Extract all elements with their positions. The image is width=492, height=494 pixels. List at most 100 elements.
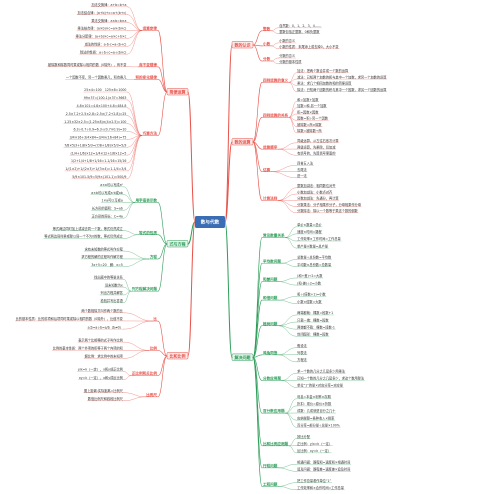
connector-line xyxy=(278,354,297,363)
connector-line xyxy=(123,320,153,330)
item-text: 小数×倍数=大数 xyxy=(297,299,322,304)
branch-node-label: 解决问题 xyxy=(235,354,252,360)
connector-line xyxy=(252,141,263,172)
section-node: 列方程解决问题 xyxy=(132,286,158,291)
connector-line xyxy=(187,91,196,223)
item-text: (1/4+1/6)×12=1/4×12+1/6×12=5 xyxy=(71,151,127,155)
item-text: 求一个数的几分之几是多少用乘法 xyxy=(297,368,345,373)
connector-line xyxy=(252,237,263,358)
item-text: a×b可以写成a·b或ab xyxy=(91,190,123,195)
item-text: 把工作总量看作单位“1” xyxy=(297,478,331,483)
item-text: 相遇问题：路程和=速度和×相遇时间 xyxy=(297,459,350,464)
section-node: 巧算方法 xyxy=(143,131,158,136)
branch-node-box xyxy=(231,353,254,361)
branch-node-label: 数的认识 xyxy=(234,41,251,47)
connector-line xyxy=(127,135,142,172)
item-text: 加数=和-另一个加数 xyxy=(297,103,327,108)
item-text: 利息=本金×利率×存期 xyxy=(297,394,331,399)
connector-line xyxy=(157,243,168,260)
connector-line xyxy=(288,107,297,118)
node-layer: 自然数：0、1、2、3、4……整数包括正整数、0和负整数整数小数的意义小数的性质… xyxy=(16,2,388,490)
connector-line xyxy=(285,226,297,238)
connector-line xyxy=(127,91,142,136)
section-node: 比 xyxy=(153,316,157,321)
connector-line xyxy=(127,14,142,31)
connector-line xyxy=(127,123,142,136)
connector-line xyxy=(271,30,279,34)
branch-2: 加法：把两个数合并成一个数的运算减法：已知两个加数的和与其中一个加数，求另一个加… xyxy=(231,68,387,213)
connector-line xyxy=(278,296,297,301)
connector-line xyxy=(271,171,297,178)
section-node: 行程问题 xyxy=(262,463,278,468)
connector-line xyxy=(187,221,196,357)
item-text: 分数加减法：先通分，再计算 xyxy=(297,196,339,201)
item-text: 加法结合律：(a+b)+c=a+(b+c) xyxy=(78,10,127,15)
section-node: 整数 xyxy=(262,26,271,31)
branch-node-box xyxy=(166,88,189,96)
connector-line xyxy=(285,233,297,238)
item-text: 除数=被除数÷商 xyxy=(297,128,321,133)
item-text: 比例的基本性质：两个外项的积等于两个内项的积 xyxy=(53,345,124,350)
item-text: 封闭图形：棵数=段数 xyxy=(297,331,329,336)
item-text: 小数的意义 xyxy=(279,38,296,43)
item-text: 含有未知数的等式叫作方程 xyxy=(85,246,124,251)
item-text: 7/8×5/3+1/8×5/3=(7/8+1/8)×5/3=5/3 xyxy=(64,143,126,147)
item-text: 除法：已知两个因数的积与其中一个因数，求另一个因数的运算 xyxy=(297,87,387,92)
connector-line xyxy=(123,258,149,267)
branch-6: 两个数相除又叫作两个数的比比的基本性质：比的前项和后项同时乘或除以相同的数（0除… xyxy=(16,308,189,401)
item-text: 一个因数不变，另一个因数乘几，积也乘几 xyxy=(66,75,127,80)
section-node: 等式的性质 xyxy=(138,230,157,235)
item-text: 99×37=(100-1)×37=3663 xyxy=(84,96,127,100)
connector-line xyxy=(288,117,297,133)
item-text: 检验并写出答语 xyxy=(101,298,124,303)
connector-layer xyxy=(14,6,388,490)
connector-line xyxy=(157,243,168,292)
connector-line xyxy=(252,357,263,469)
branch-node-label: 数的运算 xyxy=(234,138,251,144)
center-node: 数与代数 xyxy=(195,216,225,228)
connector-line xyxy=(252,325,263,358)
item-text: 乘法分配律：(a+b)×c=a×c+b×c xyxy=(76,34,127,39)
connector-line xyxy=(252,299,263,358)
connector-line xyxy=(278,299,297,304)
connector-line xyxy=(127,135,142,179)
connector-line xyxy=(123,230,139,235)
connector-line xyxy=(252,357,263,447)
connector-line xyxy=(127,22,142,31)
center-title: 数与代数 xyxy=(201,219,220,226)
connector-line xyxy=(157,320,168,357)
branch-4: 加法交换律：a+b=b+a加法结合律：(a+b)+c=a+(b+c)乘法交换律：… xyxy=(48,2,189,179)
section-node: 比例尺 xyxy=(146,392,157,397)
connector-line xyxy=(278,464,297,469)
item-text: 两级运算，先乘除，后加减 xyxy=(297,144,336,149)
item-text: 折扣：现价=原价×折数 xyxy=(297,401,332,406)
connector-line xyxy=(278,321,297,326)
item-text: 乘法交换律：a×b=b×a xyxy=(91,18,126,23)
item-text: 积=因数×因数 xyxy=(297,109,319,114)
connector-line xyxy=(278,467,297,472)
connector-line xyxy=(157,91,168,136)
branch-node-label: 比和比例 xyxy=(170,352,186,358)
item-text: 两端都栽：棵数=段数+1 xyxy=(297,310,333,315)
connector-line xyxy=(278,325,297,337)
section-node: 鸡兔同笼 xyxy=(262,350,278,355)
connector-line xyxy=(224,44,233,223)
connector-line xyxy=(281,373,297,381)
item-text: 同级运算，从左往右依次计算 xyxy=(297,138,339,143)
item-text: 分数的基本性质 xyxy=(279,59,302,64)
connector-line xyxy=(127,30,142,55)
connector-line xyxy=(278,142,297,150)
item-text: 按比分配 xyxy=(297,434,311,439)
item-text: 等式两边同时加上或减去同一个数，等式仍然成立 xyxy=(53,226,124,231)
item-text: 方程法 xyxy=(297,357,307,362)
connector-line xyxy=(285,405,297,414)
connector-line xyxy=(252,357,263,381)
connector-line xyxy=(252,354,263,358)
connector-line xyxy=(278,347,297,356)
section-node: 方程 xyxy=(149,254,158,259)
connector-line xyxy=(271,42,279,47)
connector-line xyxy=(127,135,142,156)
item-text: 单价×数量=总价 xyxy=(297,222,322,227)
item-text: 工作效率×工作时间=工作总量 xyxy=(297,236,341,241)
item-text: 被除数和除数同时乘或除以相同的数（0除外），商不变 xyxy=(48,62,127,67)
